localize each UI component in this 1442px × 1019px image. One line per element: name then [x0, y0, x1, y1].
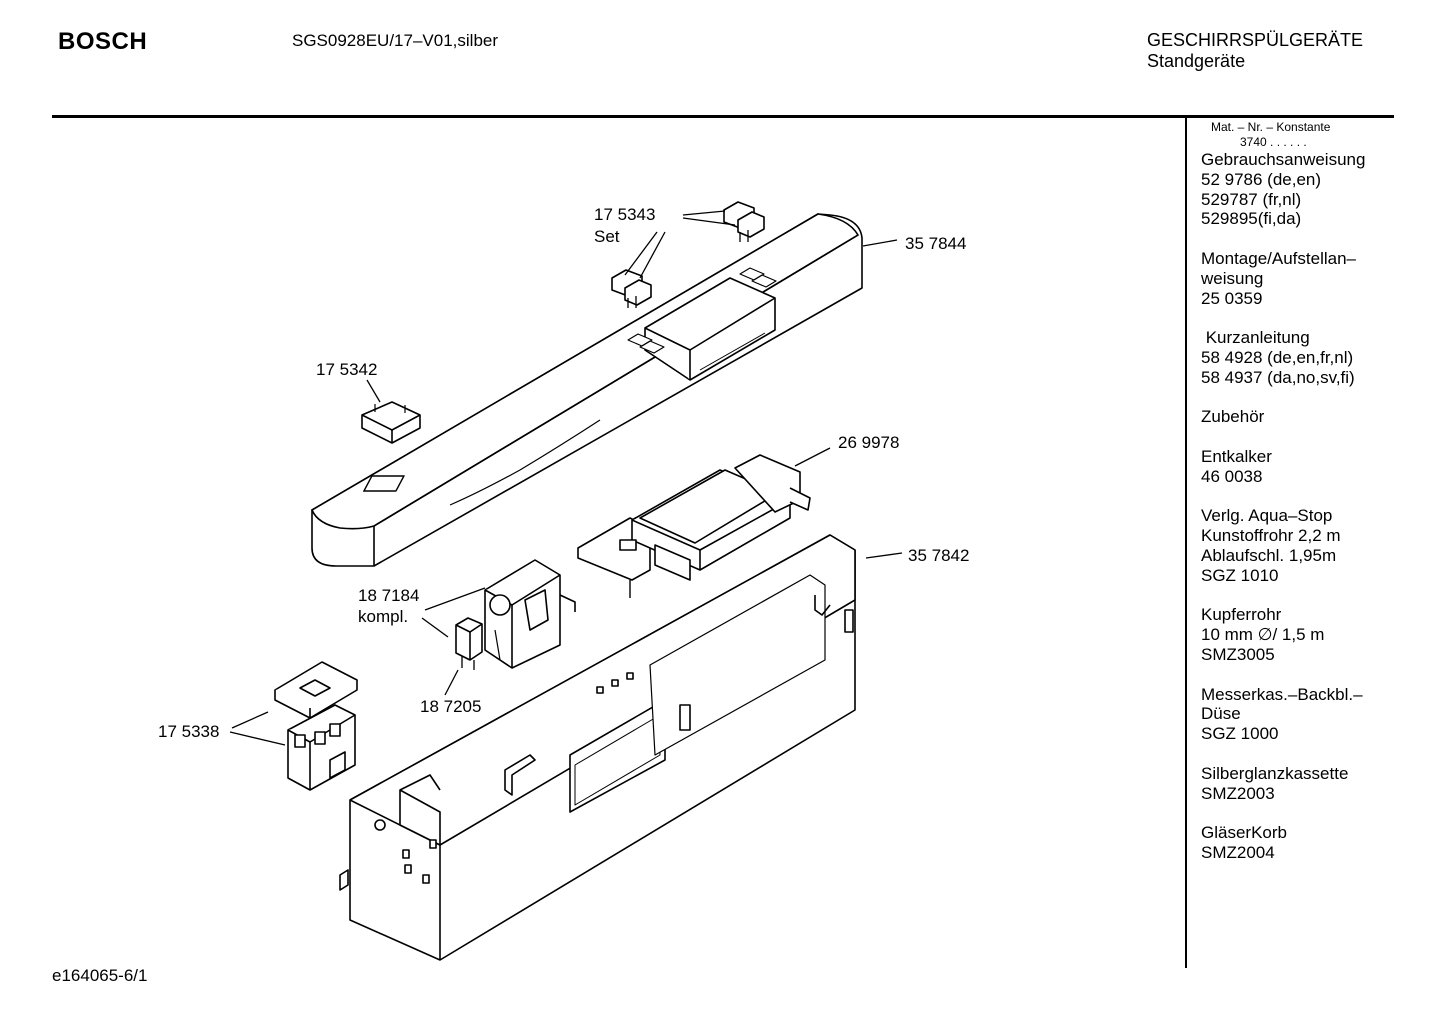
label-269978: 26 9978 [838, 433, 899, 452]
sidebar-line: Ablaufschl. 1,95m [1201, 545, 1337, 565]
sidebar-line: 58 4937 (da,no,sv,fi) [1201, 367, 1355, 387]
sidebar-line: SMZ2004 [1201, 842, 1275, 862]
sidebar-line: Kurzanleitung [1201, 328, 1310, 348]
sidebar-line: 52 9786 (de,en) [1201, 169, 1322, 189]
sidebar-line: SGZ 1000 [1201, 724, 1279, 744]
switch-cap-set [611, 201, 765, 308]
subcategory-title: Standgeräte [1147, 51, 1246, 71]
sidebar-line: 25 0359 [1201, 288, 1263, 308]
leader-lines [229, 210, 903, 746]
mat-no-constant: 3740 . . . . . . [1240, 135, 1307, 149]
exploded-parts-drawing: 17 5343 Set 35 7844 17 5342 26 9978 35 7… [158, 201, 969, 961]
sidebar-divider [1185, 115, 1187, 968]
sidebar-line: Kupferrohr [1201, 605, 1282, 625]
label-357844: 35 7844 [905, 234, 966, 253]
sidebar-line: 10 mm ∅/ 1,5 m [1201, 625, 1325, 645]
sidebar-line: GläserKorb [1201, 823, 1287, 843]
sidebar-line: Gebrauchsanweisung [1201, 150, 1366, 169]
sidebar-group: Zubehör [1201, 407, 1391, 427]
header-divider [52, 115, 1394, 118]
label-187184-note: kompl. [358, 607, 408, 626]
brand-logo: BOSCH [58, 28, 148, 55]
sidebar-line: 46 0038 [1201, 466, 1263, 486]
door-switch-assembly [484, 559, 576, 669]
sidebar-line: SMZ2003 [1201, 783, 1275, 803]
sidebar-line: Silberglanzkassette [1201, 763, 1349, 783]
program-button [361, 401, 421, 444]
category-title: GESCHIRRSPÜLGERÄTE [1147, 30, 1364, 50]
sidebar-line: Düse [1201, 704, 1241, 724]
mat-no-label: Mat. – Nr. – Konstante [1211, 120, 1331, 134]
sidebar-line: 529787 (fr,nl) [1201, 189, 1302, 209]
sidebar-line: Montage/Aufstellan– [1201, 248, 1356, 268]
sidebar-line: SGZ 1010 [1201, 565, 1279, 585]
sidebar-line: 529895(fi,da) [1201, 209, 1302, 229]
sidebar-line: Kunstoffrohr 2,2 m [1201, 526, 1341, 546]
sidebar-line: Entkalker [1201, 446, 1272, 466]
label-187184: 18 7184 [358, 586, 419, 605]
sidebar-line: Messerkas.–Backbl.– [1201, 684, 1363, 704]
sidebar-line: weisung [1201, 268, 1264, 288]
drawing-id: e164065-6/1 [52, 966, 148, 985]
sidebar-line: SMZ3005 [1201, 644, 1275, 664]
model-number: SGS0928EU/17–V01,silber [292, 31, 499, 50]
label-187205: 18 7205 [420, 697, 481, 716]
label-175342: 17 5342 [316, 360, 377, 379]
relay-block [274, 661, 358, 791]
label-175343: 17 5343 [594, 205, 655, 224]
sidebar-line: Zubehör [1201, 407, 1265, 427]
sidebar-line: Verlg. Aqua–Stop [1201, 506, 1333, 526]
micro-switch [455, 617, 483, 670]
label-357842: 35 7842 [908, 546, 969, 565]
part-labels: 17 5343 Set 35 7844 17 5342 26 9978 35 7… [158, 205, 969, 741]
electronic-module [577, 454, 811, 598]
control-panel-fascia [311, 213, 863, 567]
main-frame [339, 534, 856, 961]
label-175338: 17 5338 [158, 722, 219, 741]
label-175343-note: Set [594, 227, 620, 246]
sidebar-line: 58 4928 (de,en,fr,nl) [1201, 347, 1354, 367]
